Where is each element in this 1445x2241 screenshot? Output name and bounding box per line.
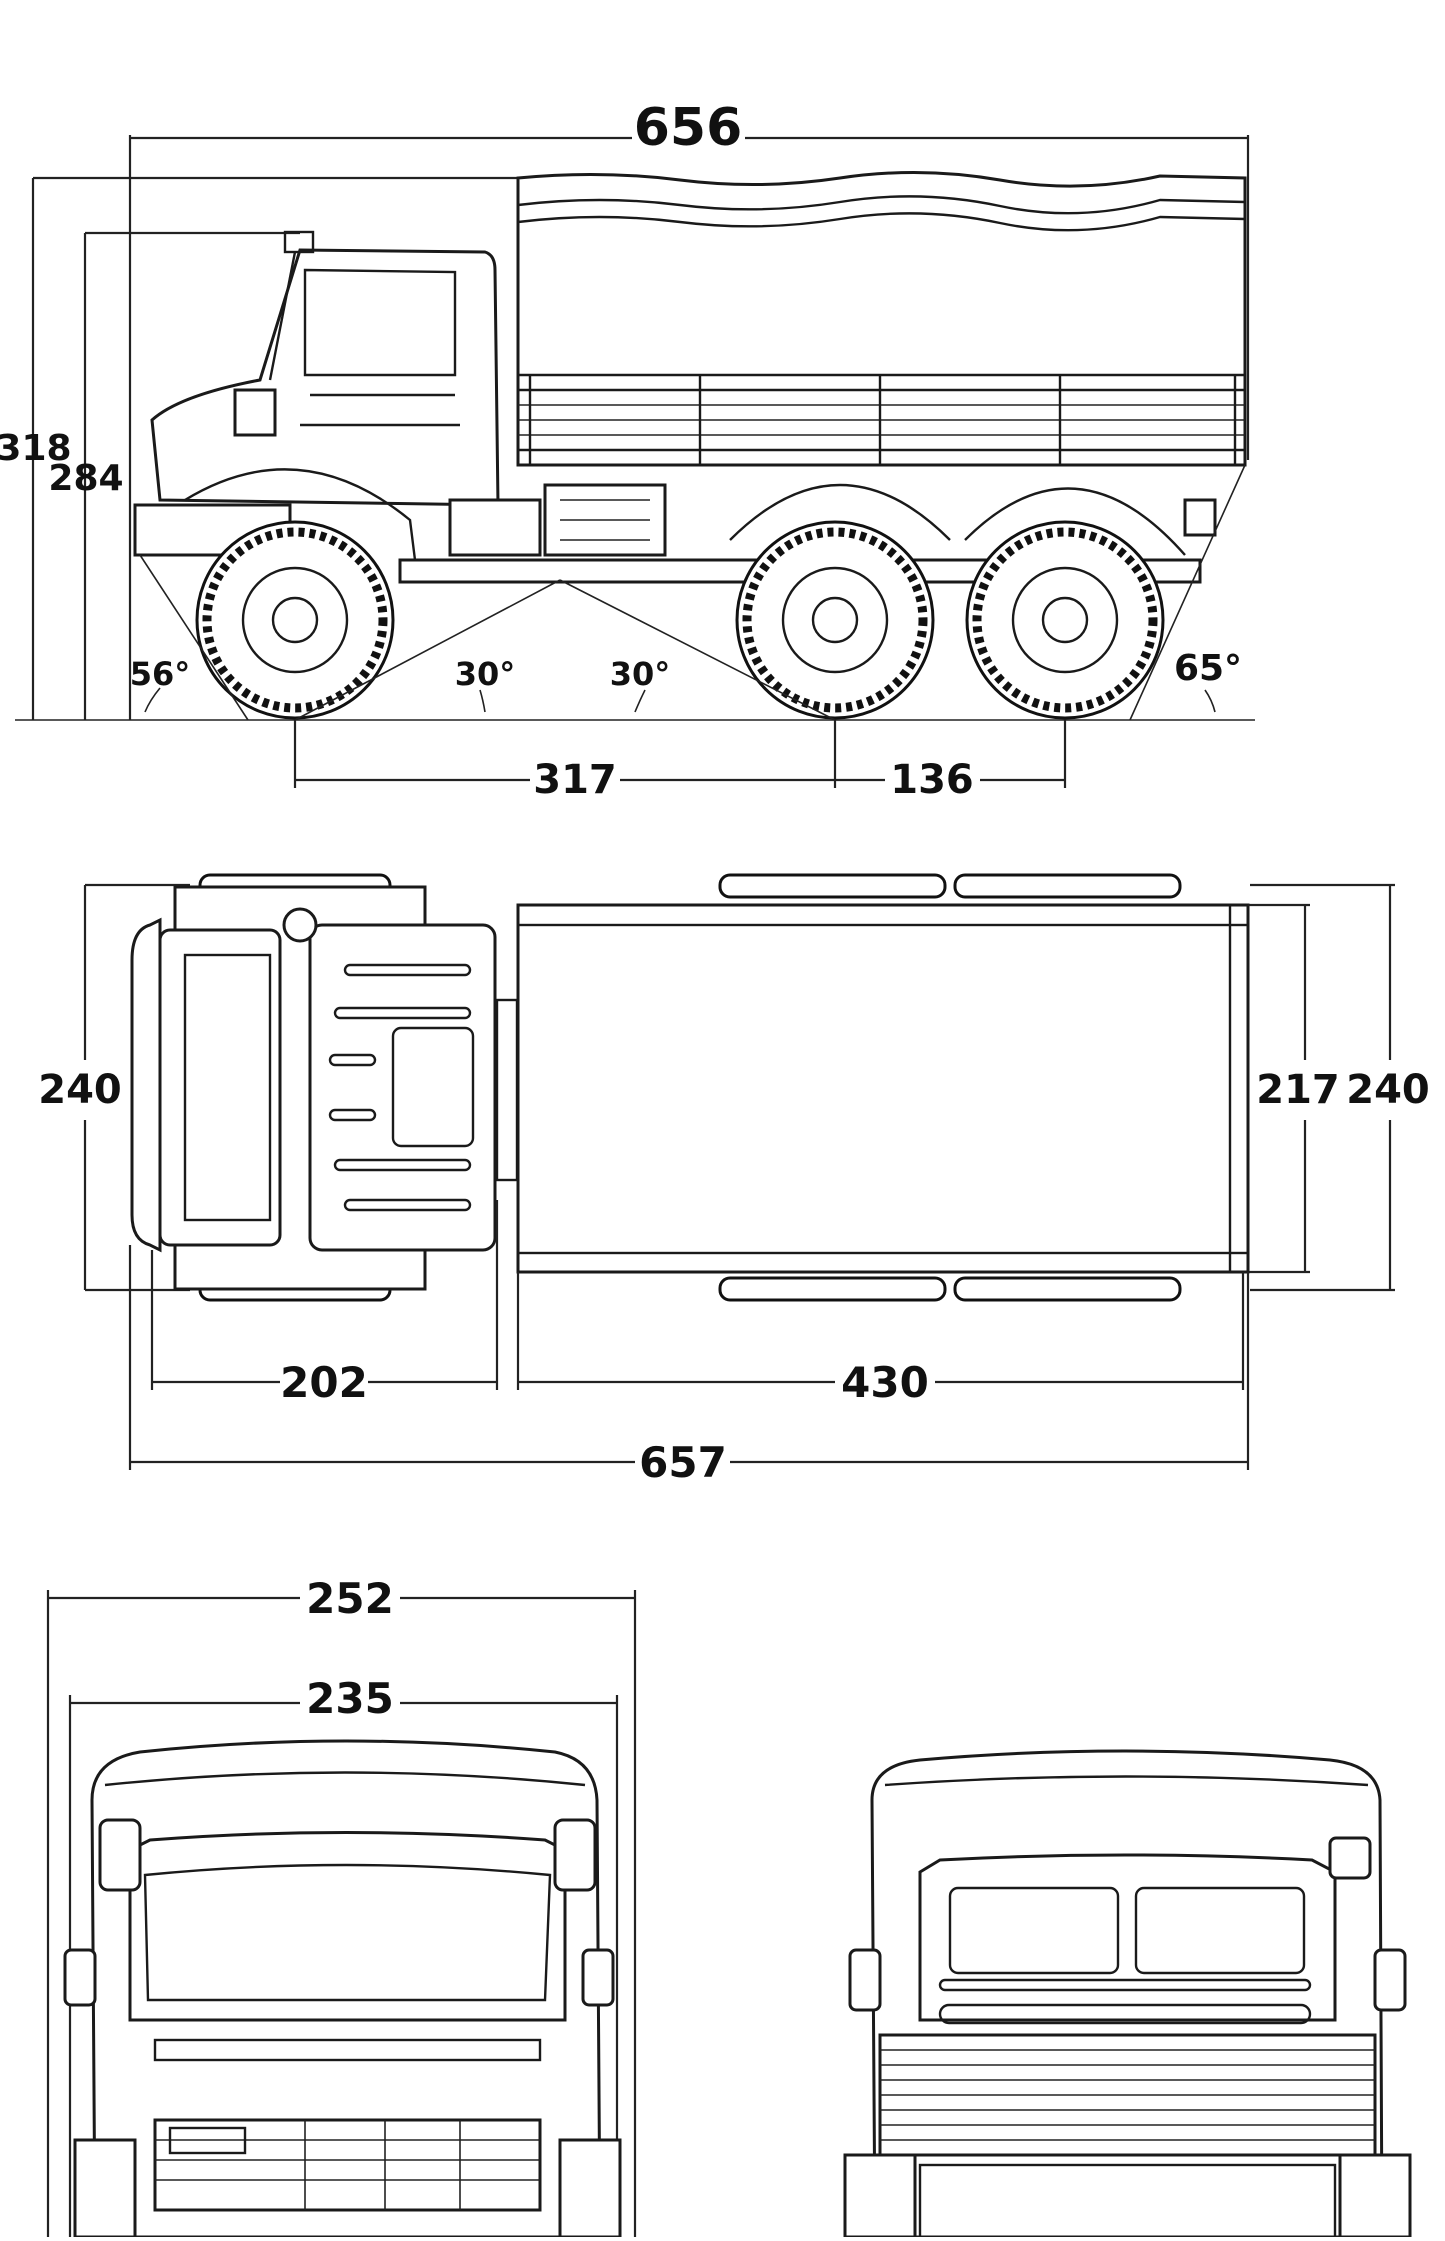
dim-136-label: 136 [890, 757, 974, 803]
wheelbase-dims: 317 136 [293, 720, 1067, 803]
cab-rear [843, 1749, 1412, 2239]
dim-width-left: 240 [38, 883, 190, 1292]
middle-wheel [735, 520, 935, 720]
cab-side [133, 230, 500, 557]
mid-fender [729, 483, 951, 541]
departure-angle-label: 65° [1174, 648, 1242, 689]
front-fender [184, 468, 417, 561]
dim-318-label: 318 [0, 428, 72, 469]
side-view: 656 318 284 [0, 98, 1255, 803]
dim-bed-width: 217 [1248, 903, 1340, 1274]
approach-angle-label: 56° [130, 655, 191, 693]
cab-top [130, 885, 497, 1291]
cargo-canvas-cover [516, 170, 1247, 467]
breakover-angles: 30° 30° [294, 579, 836, 721]
rear-wheel [965, 520, 1165, 720]
dim-240-right-label: 240 [1346, 1067, 1430, 1113]
dim-317-label: 317 [533, 757, 617, 803]
dim-202-label: 202 [280, 1358, 368, 1407]
dim-overall-height: 318 [0, 176, 520, 720]
breakover-front-label: 30° [455, 655, 516, 693]
dim-430-label: 430 [841, 1358, 929, 1407]
breakover-rear-label: 30° [610, 655, 671, 693]
dim-252-label: 252 [306, 1574, 394, 1623]
departure-angle: 65° [1129, 464, 1246, 721]
dim-217-label: 217 [1256, 1067, 1340, 1113]
cargo-bed-top [495, 903, 1305, 1274]
front-view: 252 235 [46, 1574, 1412, 2239]
top-view: 240 217 240 [38, 873, 1435, 1487]
approach-angle: 56° [130, 554, 249, 721]
dim-cab-length: 202 [150, 1200, 499, 1407]
dim-overall-length-top: 657 [128, 1245, 1250, 1487]
dim-284-label: 284 [48, 458, 123, 499]
cab-front [63, 1739, 622, 2239]
dim-cab-height: 284 [48, 231, 300, 720]
dim-front-overall-width: 252 [46, 1574, 637, 2237]
dim-657-label: 657 [639, 1438, 727, 1487]
dim-240-left-label: 240 [38, 1067, 122, 1113]
rear-fender [964, 487, 1186, 556]
front-wheel [195, 520, 395, 720]
dim-bed-length: 430 [516, 1272, 1245, 1407]
dim-width-right: 240 [1250, 883, 1435, 1292]
dim-235-label: 235 [306, 1674, 394, 1723]
dim-656-label: 656 [634, 98, 743, 158]
